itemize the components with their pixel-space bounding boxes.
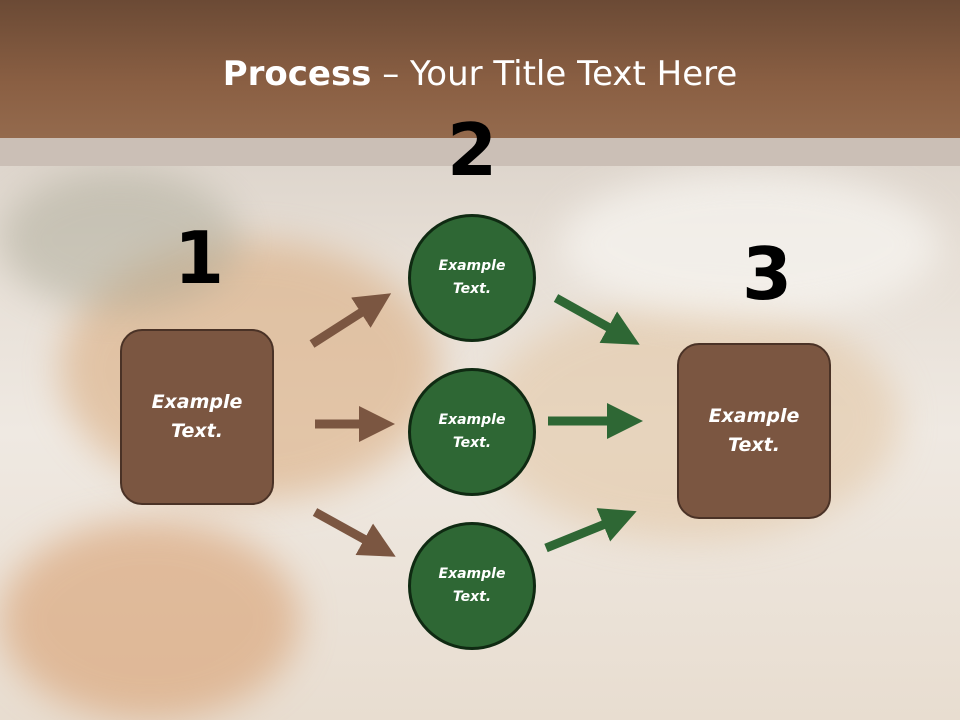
circle-bottom-line-2: Text. [452,589,492,605]
step-number-1: 1 [173,216,225,300]
step-number-3: 3 [741,232,793,316]
arrow-left-to-top [309,293,392,348]
left-box-line-2: Text. [171,420,223,442]
page-title: Process – Your Title Text Here [0,52,960,96]
background-image-4 [560,170,940,320]
title-bar [0,0,960,138]
title-strip [0,138,960,166]
title-rest: – Your Title Text Here [371,54,738,94]
arrow-top-to-right [553,294,640,345]
circle-bottom-line-1: Example [438,566,506,582]
background-image-5 [0,170,240,310]
step-number-2: 2 [446,108,498,192]
circle-top-line-1: Example [438,258,506,274]
arrow-bottom-to-right [544,508,637,553]
circle-top-line-2: Text. [452,281,492,297]
circle-middle-line-1: Example [438,412,506,428]
left-box-line-1: Example [151,391,243,413]
title-bold: Process [222,54,372,94]
arrow-left-to-bottom [312,508,396,557]
right-box-line-1: Example [708,405,800,427]
background-image-3 [0,520,300,720]
circle-middle-line-2: Text. [452,435,492,451]
right-box-line-2: Text. [728,434,780,456]
